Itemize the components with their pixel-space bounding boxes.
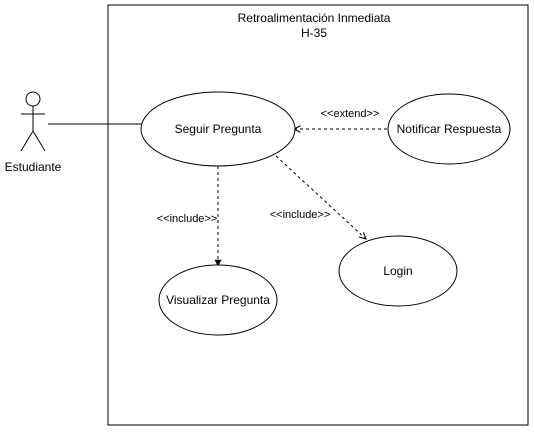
include-login-arrow bbox=[275, 155, 366, 239]
use-case-notificar-respuesta[interactable]: Notificar Respuesta bbox=[387, 93, 511, 165]
extend-stereotype: <<extend>> bbox=[321, 108, 380, 120]
include-login-stereotype: <<include>> bbox=[270, 209, 331, 221]
include-visualizar-stereotype: <<include>> bbox=[157, 213, 218, 225]
system-boundary: Retroalimentación Inmediata H-35 bbox=[107, 4, 529, 426]
use-case-login[interactable]: Login bbox=[338, 235, 458, 307]
system-subtitle: H-35 bbox=[301, 26, 327, 40]
stick-figure-icon bbox=[20, 91, 46, 152]
use-case-label: Login bbox=[383, 264, 412, 278]
use-case-seguir-pregunta[interactable]: Seguir Pregunta bbox=[140, 91, 296, 167]
actor-estudiante[interactable]: Estudiante bbox=[5, 91, 62, 174]
use-case-label: Seguir Pregunta bbox=[175, 122, 262, 136]
use-case-label: Visualizar Pregunta bbox=[166, 293, 270, 307]
use-case-label: Notificar Respuesta bbox=[397, 122, 502, 136]
system-title: Retroalimentación Inmediata bbox=[238, 11, 391, 25]
use-case-visualizar-pregunta[interactable]: Visualizar Pregunta bbox=[158, 264, 278, 336]
actor-label: Estudiante bbox=[5, 160, 62, 174]
